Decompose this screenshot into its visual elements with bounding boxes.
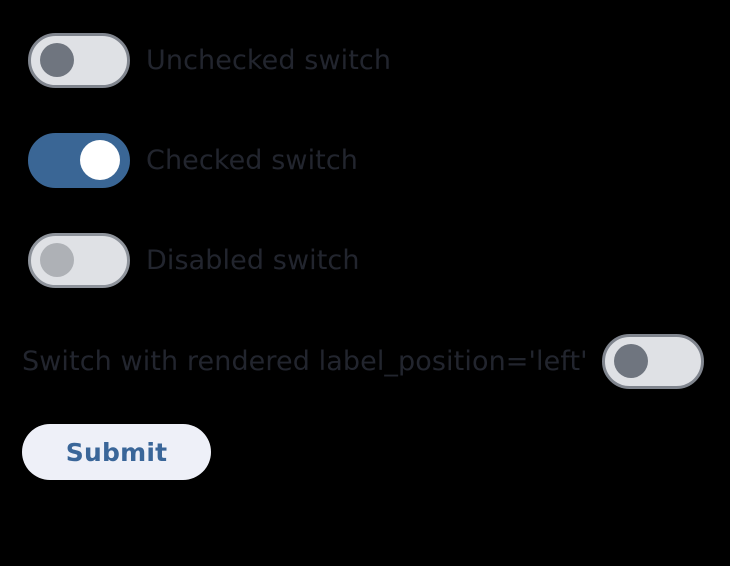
switch-knob bbox=[614, 344, 648, 378]
switch-row-checked: Checked switch bbox=[28, 132, 358, 188]
checked-switch[interactable] bbox=[28, 132, 130, 188]
switch-knob bbox=[40, 43, 74, 77]
submit-button[interactable]: Submit bbox=[22, 424, 211, 480]
checked-switch-label: Checked switch bbox=[146, 144, 359, 176]
left-label-switch-label: Switch with rendered label_position='lef… bbox=[22, 345, 588, 377]
unchecked-switch[interactable] bbox=[28, 32, 130, 88]
left-label-switch[interactable] bbox=[602, 333, 704, 389]
switch-row-left-label: Switch with rendered label_position='lef… bbox=[22, 332, 704, 390]
switch-knob bbox=[80, 140, 120, 180]
unchecked-switch-label: Unchecked switch bbox=[146, 44, 392, 76]
switch-row-unchecked: Unchecked switch bbox=[28, 32, 391, 88]
switch-knob bbox=[40, 243, 74, 277]
switch-row-disabled: Disabled switch bbox=[28, 232, 360, 288]
disabled-switch bbox=[28, 232, 130, 288]
disabled-switch-label: Disabled switch bbox=[146, 244, 360, 276]
